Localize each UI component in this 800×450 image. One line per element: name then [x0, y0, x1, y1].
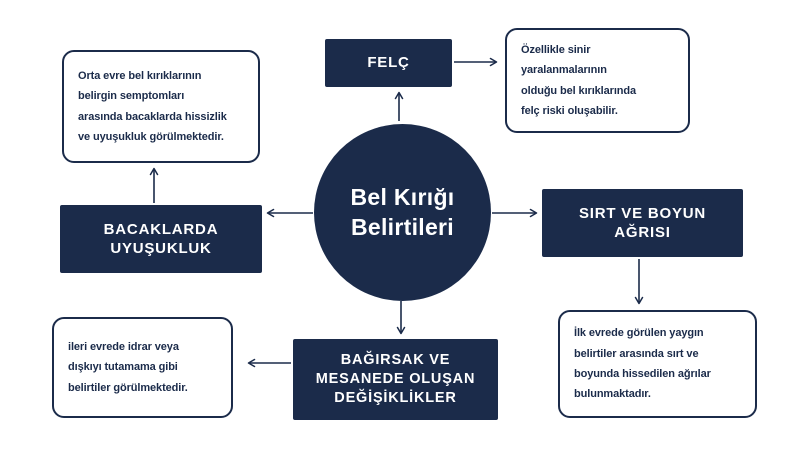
node-felc-label: FELÇ — [367, 54, 410, 72]
node-sirt-ve-boyun-agrisi: SIRT VE BOYUN AĞRISI — [542, 189, 743, 257]
diagram-title: Bel Kırığı Belirtileri — [350, 183, 455, 240]
node-bagirsak-label: BAĞIRSAK VE MESANEDE OLUŞAN DEĞİŞİKLİKLE… — [315, 352, 476, 406]
note-bagirsak-description: ileri evrede idrar veya dışkıyı tutamama… — [52, 317, 233, 418]
center-topic-circle: Bel Kırığı Belirtileri — [314, 124, 491, 301]
note-bacaklarda-description: Orta evre bel kırıklarının belirgin semp… — [62, 50, 260, 163]
node-bagirsak-mesane: BAĞIRSAK VE MESANEDE OLUŞAN DEĞİŞİKLİKLE… — [293, 339, 498, 420]
note-bottom-right-text: İlk evrede görülen yaygın belirtiler ara… — [574, 327, 711, 401]
node-bacaklarda-uyusukluk: BACAKLARDA UYUŞUKLUK — [60, 205, 262, 273]
note-top-left-text: Orta evre bel kırıklarının belirgin semp… — [78, 69, 227, 143]
note-felc-description: Özellikle sinir yaralanmalarının olduğu … — [505, 28, 690, 133]
note-sirt-description: İlk evrede görülen yaygın belirtiler ara… — [558, 310, 757, 418]
note-bottom-left-text: ileri evrede idrar veya dışkıyı tutamama… — [68, 340, 188, 394]
node-felc: FELÇ — [325, 39, 452, 87]
node-sirt-label: SIRT VE BOYUN AĞRISI — [578, 204, 707, 242]
note-top-right-text: Özellikle sinir yaralanmalarının olduğu … — [521, 43, 637, 117]
node-bacaklarda-label: BACAKLARDA UYUŞUKLUK — [103, 220, 219, 258]
